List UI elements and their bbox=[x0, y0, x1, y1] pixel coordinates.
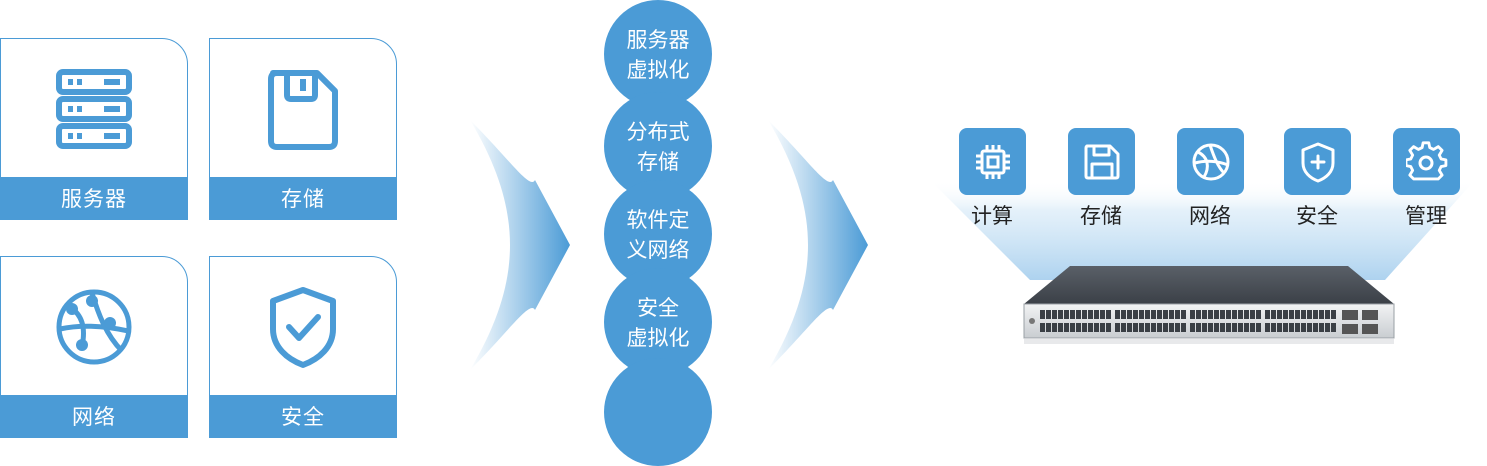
virtualization-item: 分布式存储 bbox=[604, 92, 712, 200]
item-line: 虚拟化 bbox=[626, 58, 690, 82]
function-label: 管理 bbox=[1405, 204, 1447, 228]
function-tile-management bbox=[1393, 128, 1460, 195]
card-network: 网络 bbox=[0, 256, 188, 438]
function-label: 安全 bbox=[1296, 204, 1338, 228]
item-line: 服务器 bbox=[626, 28, 690, 52]
function-tile-network bbox=[1177, 128, 1244, 195]
network-globe-icon bbox=[1, 285, 187, 375]
card-label: 服务器 bbox=[1, 177, 187, 219]
item-line: 存储 bbox=[637, 150, 679, 174]
arrow-right-icon bbox=[470, 120, 570, 370]
arrow-right-icon bbox=[768, 120, 868, 370]
item-line: 义网络 bbox=[626, 238, 690, 262]
card-server: 服务器 bbox=[0, 38, 188, 220]
function-label: 网络 bbox=[1189, 204, 1231, 228]
function-label: 存储 bbox=[1080, 204, 1122, 228]
item-line: 软件定 bbox=[626, 208, 690, 232]
server-icon bbox=[1, 67, 187, 157]
card-label: 网络 bbox=[1, 395, 187, 437]
globe-icon bbox=[1192, 143, 1229, 180]
shield-plus-icon bbox=[1301, 142, 1334, 182]
virtualization-item bbox=[604, 358, 712, 466]
floppy-disk-icon bbox=[1084, 144, 1119, 179]
function-tile-security bbox=[1284, 128, 1351, 195]
item-line: 虚拟化 bbox=[626, 326, 690, 350]
gear-icon bbox=[1405, 140, 1447, 180]
function-tile-compute bbox=[959, 128, 1026, 195]
function-label: 计算 bbox=[971, 204, 1013, 228]
card-security: 安全 bbox=[209, 256, 397, 438]
virtualization-item: 安全虚拟化 bbox=[604, 268, 712, 376]
item-line: 安全 bbox=[637, 296, 679, 320]
item-line: 分布式 bbox=[626, 120, 690, 144]
shield-check-icon bbox=[210, 285, 396, 375]
card-label: 存储 bbox=[210, 177, 396, 219]
cpu-chip-icon bbox=[975, 144, 1010, 179]
floppy-disk-icon bbox=[210, 67, 396, 157]
network-switch-icon bbox=[1023, 266, 1395, 344]
virtualization-item: 服务器虚拟化 bbox=[604, 0, 712, 108]
card-label: 安全 bbox=[210, 395, 396, 437]
function-tile-storage bbox=[1068, 128, 1135, 195]
card-storage: 存储 bbox=[209, 38, 397, 220]
